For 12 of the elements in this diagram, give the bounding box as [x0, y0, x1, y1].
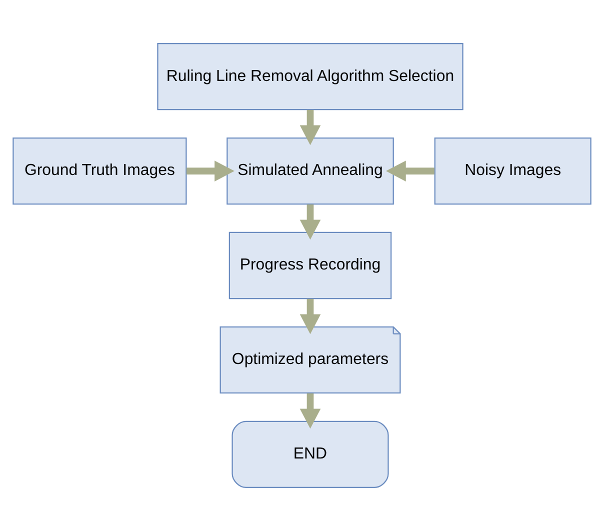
arrow [300, 110, 321, 146]
node-box: Progress Recording [228, 232, 392, 300]
node-box: Ruling Line Removal Algorithm Selection [157, 42, 464, 110]
arrow [300, 204, 321, 240]
arrow [300, 393, 321, 429]
arrow [186, 160, 234, 182]
node-box: Noisy Images [434, 137, 592, 205]
arrow [300, 298, 321, 334]
node-box: END [232, 420, 389, 488]
arrow [386, 160, 434, 182]
node-box: Ground Truth Images [12, 137, 187, 205]
node-box: Simulated Annealing [226, 137, 394, 205]
